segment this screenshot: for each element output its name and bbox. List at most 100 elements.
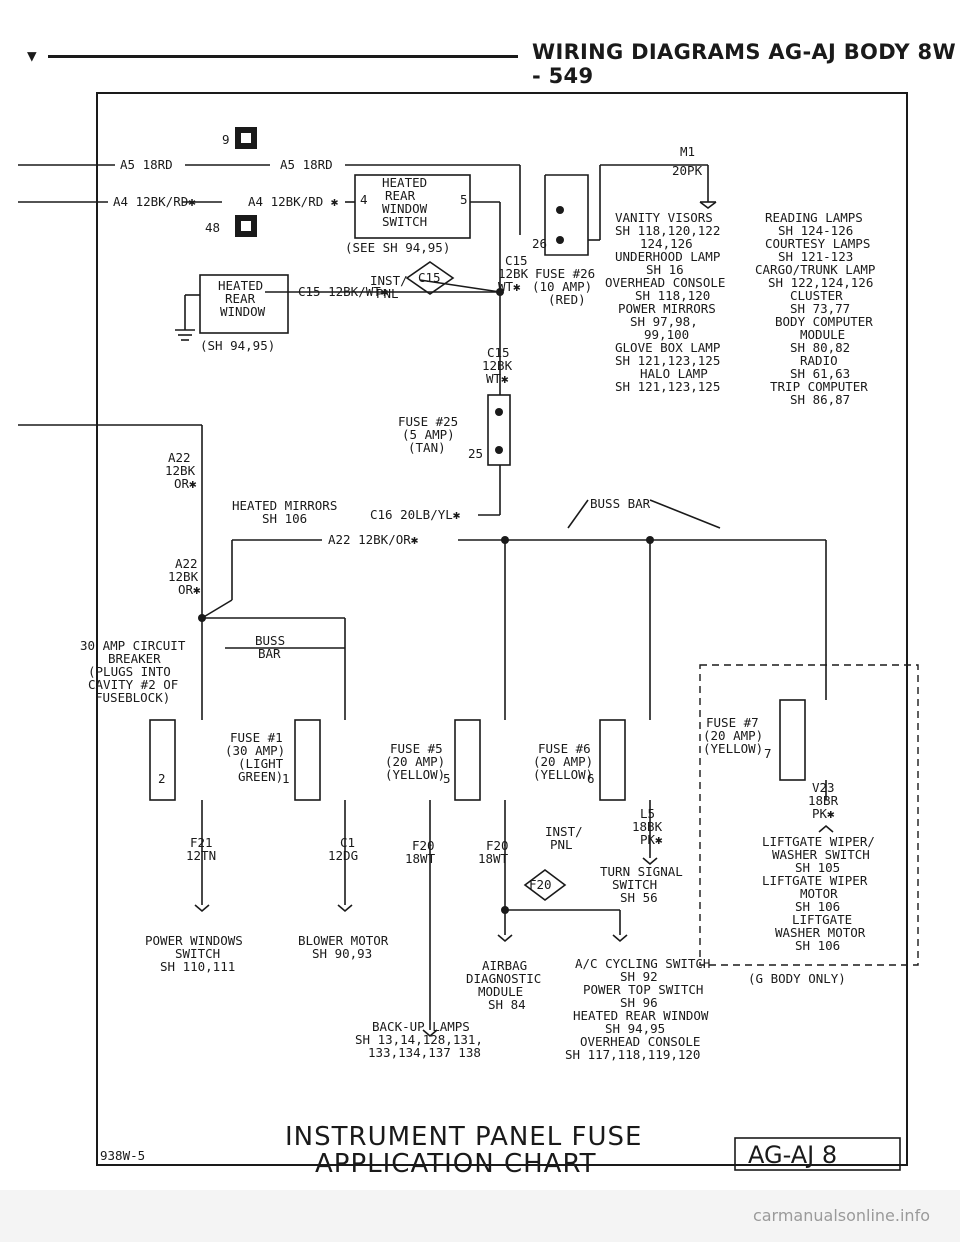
svg-text:FUSE #5: FUSE #5 <box>390 741 443 756</box>
fuse25-label: FUSE #25 (5 AMP) (TAN) <box>398 414 458 455</box>
loads-right-list: READING LAMPS SH 124-126 COURTESY LAMPS … <box>755 210 875 407</box>
wire-a4-left: A4 12BK/RD✱ <box>113 194 196 209</box>
buss-bar-mid-label: BUSS BAR <box>255 633 285 661</box>
svg-text:BAR: BAR <box>258 646 281 661</box>
c1-label: C1 12DG <box>328 835 358 863</box>
svg-text:(YELLOW): (YELLOW) <box>385 767 445 782</box>
svg-text:(YELLOW): (YELLOW) <box>533 767 593 782</box>
code-box <box>734 1137 901 1171</box>
c15-badge: C15 <box>418 270 441 285</box>
svg-text:SH 97,98,: SH 97,98, <box>630 314 698 329</box>
backup-lamps-label: BACK-UP LAMPS SH 13,14,128,131, 133,134,… <box>355 1019 483 1060</box>
svg-text:INST/: INST/ <box>545 824 583 839</box>
a22-wire-label: A22 12BK/OR✱ <box>328 532 419 547</box>
svg-text:12BK: 12BK <box>482 358 513 373</box>
svg-text:SH 73,77: SH 73,77 <box>790 301 850 316</box>
header-rule <box>48 55 518 58</box>
f21-label: F21 12TN <box>186 835 216 863</box>
svg-text:BODY COMPUTER: BODY COMPUTER <box>775 314 873 329</box>
splice-dots <box>198 206 654 914</box>
svg-text:SH 117,118,119,120: SH 117,118,119,120 <box>565 1047 700 1062</box>
svg-text:FUSE #7: FUSE #7 <box>706 715 759 730</box>
power-windows-label: POWER WINDOWS SWITCH SH 110,111 <box>145 933 243 974</box>
svg-text:SH 105: SH 105 <box>795 860 840 875</box>
svg-text:BLOWER MOTOR: BLOWER MOTOR <box>298 933 389 948</box>
svg-text:L5: L5 <box>640 806 655 821</box>
svg-text:HEATED: HEATED <box>382 175 427 190</box>
fuse6-pin: 6 <box>587 771 595 786</box>
svg-text:(20 AMP): (20 AMP) <box>385 754 445 769</box>
footer-bar <box>0 1190 960 1242</box>
svg-text:SH 106: SH 106 <box>795 938 840 953</box>
connector-9-icon: 9 <box>222 127 257 149</box>
svg-text:(20 AMP): (20 AMP) <box>703 728 763 743</box>
svg-text:INST/: INST/ <box>370 273 408 288</box>
svg-text:(20 AMP): (20 AMP) <box>533 754 593 769</box>
svg-text:SH 118,120,122: SH 118,120,122 <box>615 223 720 238</box>
heated-mirrors-label: HEATED MIRRORS SH 106 <box>232 498 337 526</box>
wire-lines <box>18 164 919 1030</box>
svg-text:POWER WINDOWS: POWER WINDOWS <box>145 933 243 948</box>
diagram-frame <box>96 92 908 1166</box>
svg-text:OVERHEAD CONSOLE: OVERHEAD CONSOLE <box>605 275 725 290</box>
fuse1-pin: 1 <box>282 771 290 786</box>
connector-48-label: 48 <box>205 220 220 235</box>
ground-icons <box>194 201 834 1038</box>
svg-text:AIRBAG: AIRBAG <box>482 958 527 973</box>
svg-text:GLOVE BOX LAMP: GLOVE BOX LAMP <box>615 340 720 355</box>
l5-label: L5 18BK PK✱ <box>632 806 663 847</box>
svg-text:SH 121-123: SH 121-123 <box>778 249 853 264</box>
fuse5-label: FUSE #5 (20 AMP) (YELLOW) <box>385 741 445 782</box>
fuse1-label: FUSE #1 (30 AMP) (LIGHT GREEN) <box>225 730 285 784</box>
svg-text:FUSE #6: FUSE #6 <box>538 741 591 756</box>
svg-text:COURTESY LAMPS: COURTESY LAMPS <box>765 236 870 251</box>
svg-text:CARGO/TRUNK LAMP: CARGO/TRUNK LAMP <box>755 262 875 277</box>
c15-top-label: C15 12BK WT✱ <box>498 253 529 294</box>
svg-text:WASHER MOTOR: WASHER MOTOR <box>775 925 866 940</box>
m1-wire: 20PK <box>672 163 703 178</box>
svg-text:C15: C15 <box>487 345 510 360</box>
connector-9-label: 9 <box>222 132 230 147</box>
svg-text:SH 118,120: SH 118,120 <box>635 288 710 303</box>
f20-badge: F20 <box>529 877 552 892</box>
fuse7-label: FUSE #7 (20 AMP) (YELLOW) <box>703 715 763 756</box>
blower-motor-label: BLOWER MOTOR SH 90,93 <box>298 933 389 961</box>
buss-bar-top-label: BUSS BAR <box>590 496 651 511</box>
svg-text:F21: F21 <box>190 835 213 850</box>
fuse26-pin: 26 <box>532 236 547 251</box>
svg-text:(LIGHT: (LIGHT <box>238 756 284 771</box>
svg-text:CLUSTER: CLUSTER <box>790 288 843 303</box>
heated-rear-window: HEATED REAR WINDOW <box>218 278 266 319</box>
f20-diamond-icon <box>523 869 567 901</box>
svg-text:124,126: 124,126 <box>640 236 693 251</box>
svg-text:SH 110,111: SH 110,111 <box>160 959 235 974</box>
svg-text:SWITCH: SWITCH <box>175 946 220 961</box>
svg-text:SH 106: SH 106 <box>795 899 840 914</box>
svg-text:12TN: 12TN <box>186 848 216 863</box>
svg-text:PNL: PNL <box>376 286 399 301</box>
svg-text:12BK: 12BK <box>165 463 196 478</box>
f20a-label: F20 18WT <box>405 838 436 866</box>
fuse26-label: FUSE #26 (10 AMP) (RED) <box>532 266 595 307</box>
turn-signal-label: TURN SIGNAL SWITCH SH 56 <box>600 864 683 905</box>
svg-text:PK✱: PK✱ <box>812 806 835 821</box>
svg-text:F20: F20 <box>412 838 435 853</box>
figure-code: 938W-5 <box>100 1148 145 1163</box>
svg-text:SH 16: SH 16 <box>646 262 684 277</box>
svg-text:12BK: 12BK <box>168 569 199 584</box>
svg-text:F20: F20 <box>486 838 509 853</box>
svg-text:HALO LAMP: HALO LAMP <box>640 366 708 381</box>
svg-text:LIFTGATE WIPER: LIFTGATE WIPER <box>762 873 868 888</box>
liftgate-label: LIFTGATE WIPER/ WASHER SWITCH SH 105 LIF… <box>762 834 875 953</box>
svg-text:DIAGNOSTIC: DIAGNOSTIC <box>466 971 541 986</box>
inst-pnl-label: INST/ PNL <box>370 273 408 301</box>
page-title: WIRING DIAGRAMS AG-AJ BODY 8W - 549 <box>532 40 956 88</box>
svg-text:WINDOW: WINDOW <box>220 304 266 319</box>
svg-text:SH 86,87: SH 86,87 <box>790 392 850 407</box>
svg-text:12BK: 12BK <box>498 266 529 281</box>
svg-text:18WT: 18WT <box>405 851 436 866</box>
svg-text:MODULE: MODULE <box>800 327 845 342</box>
svg-text:BUSS: BUSS <box>255 633 285 648</box>
svg-text:SH 92: SH 92 <box>620 969 658 984</box>
breaker-pin: 2 <box>158 771 166 786</box>
